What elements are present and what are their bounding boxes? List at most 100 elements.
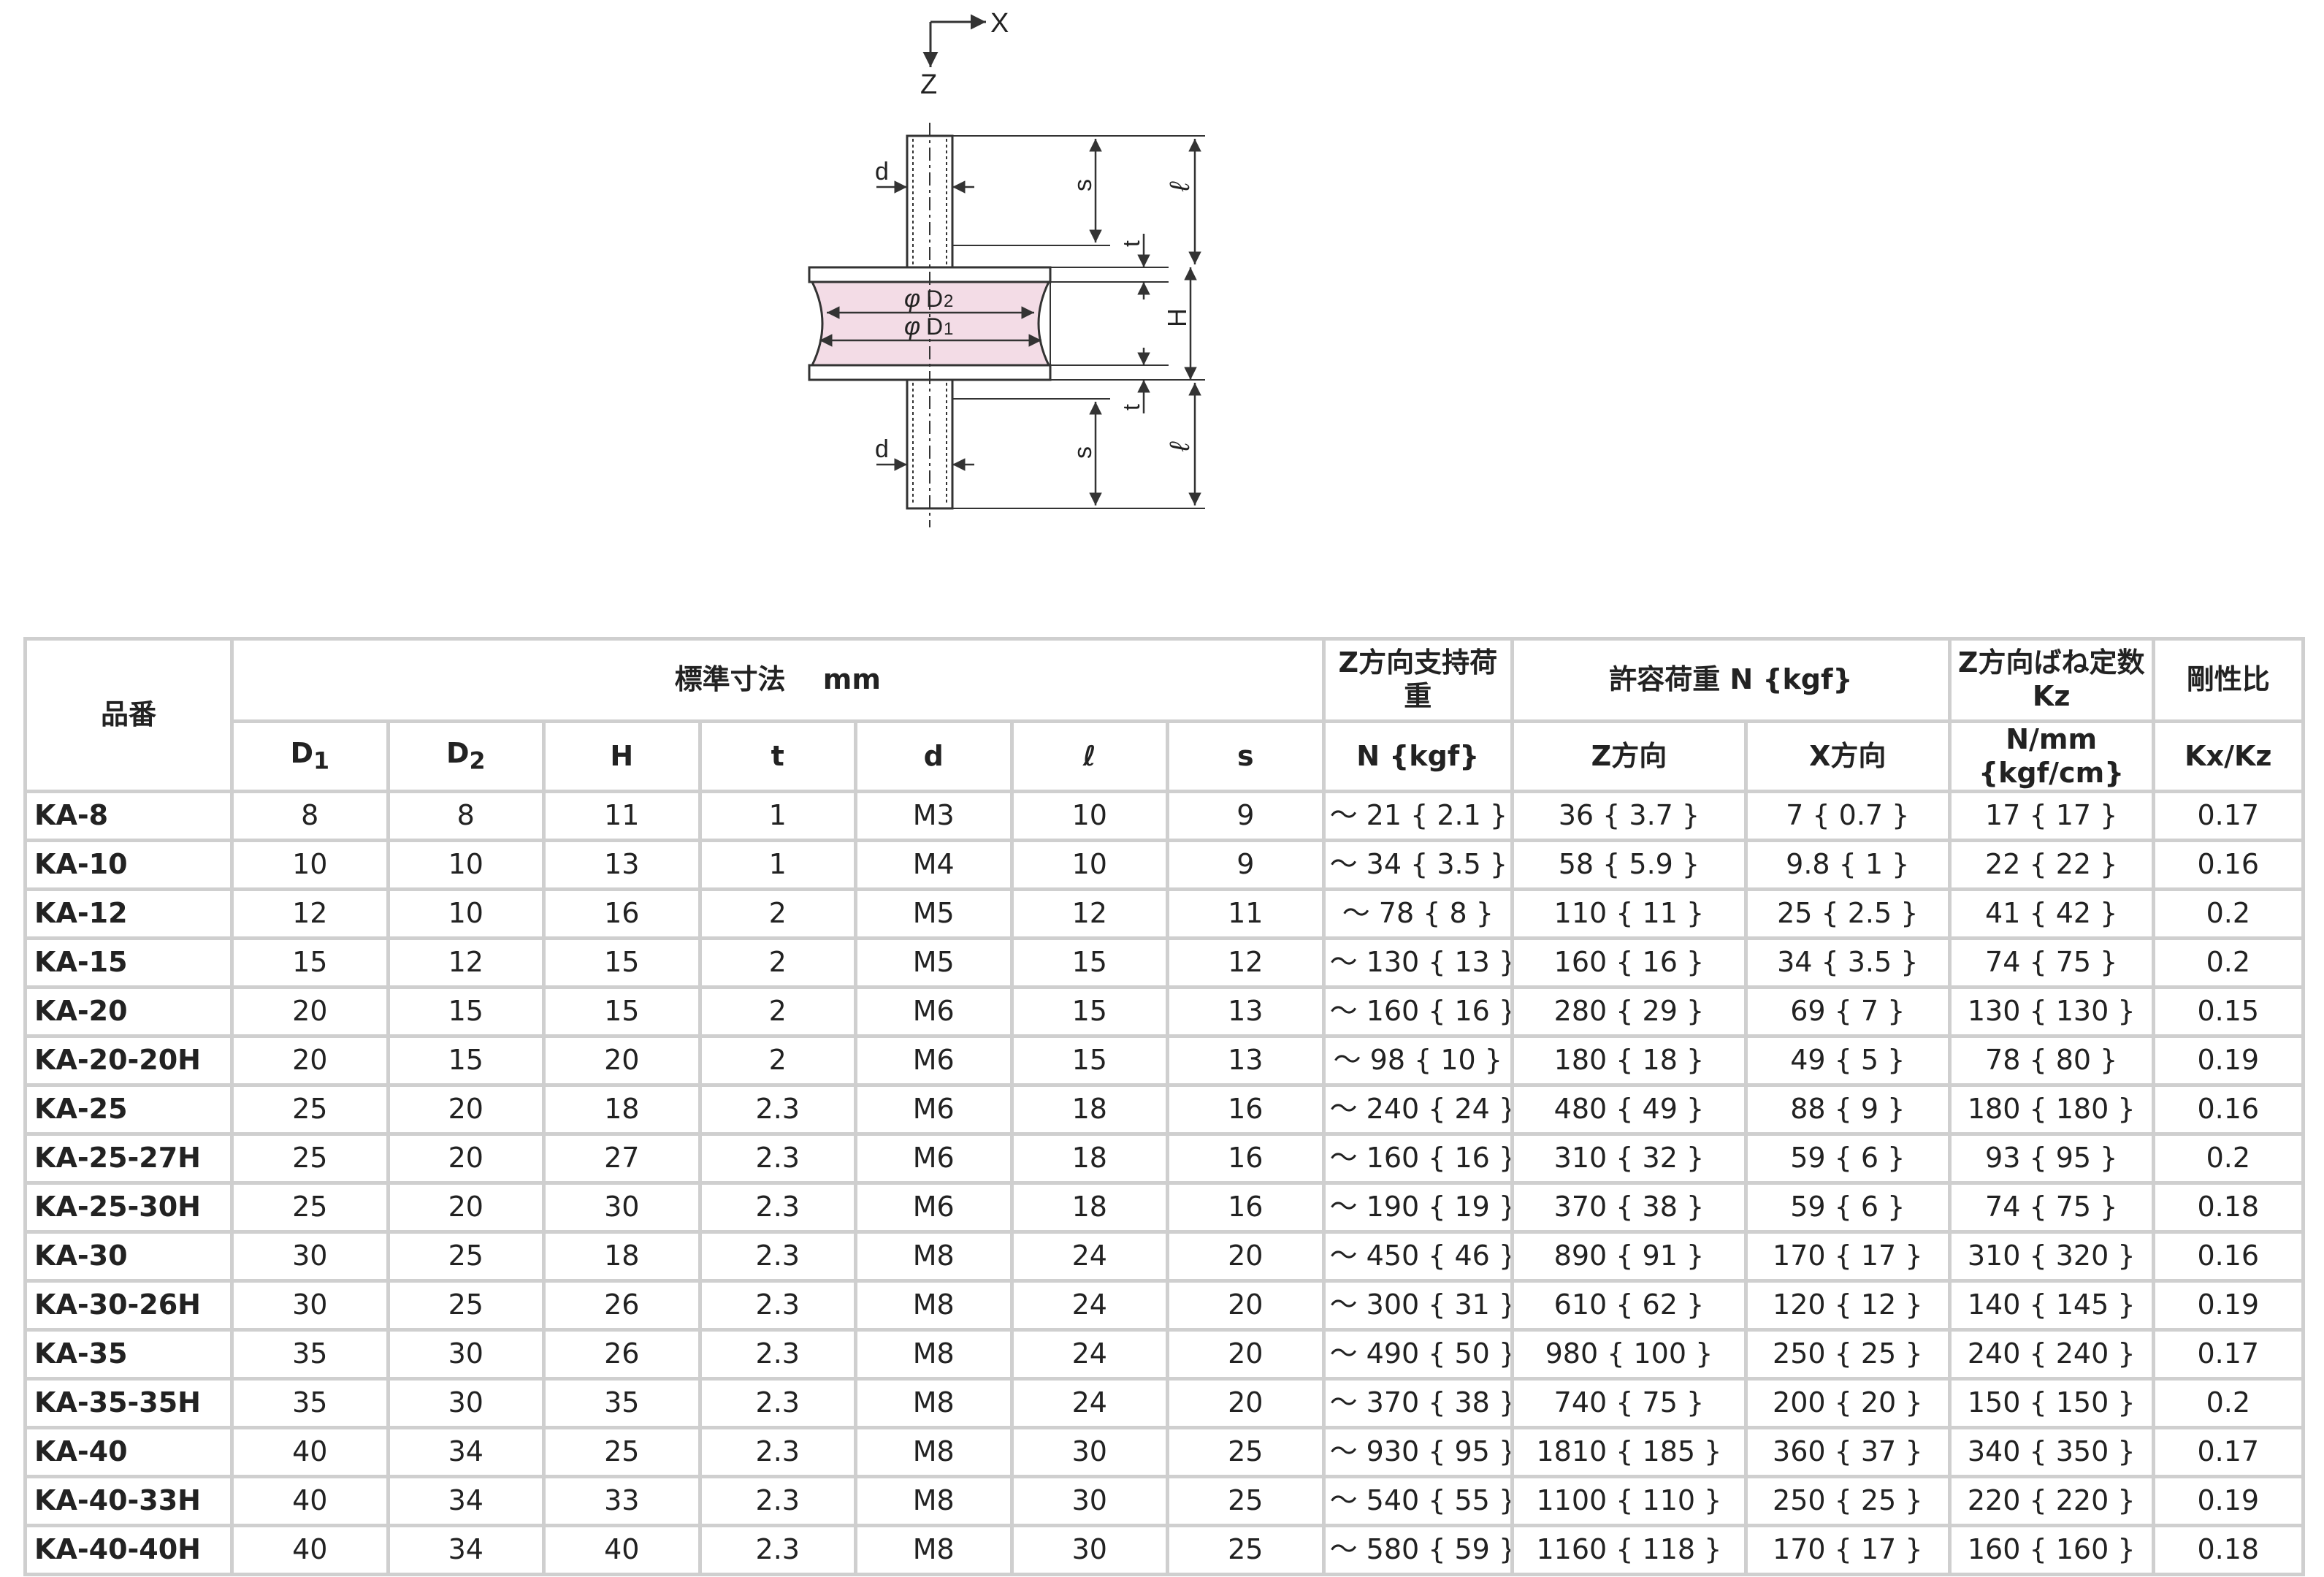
cell-s: 25 bbox=[1169, 1429, 1322, 1475]
cell-allow-z: 890 { 91 } bbox=[1514, 1234, 1744, 1280]
cell-d2: 30 bbox=[389, 1332, 542, 1378]
cell-d: M5 bbox=[857, 891, 1010, 937]
header-stiffness-ratio: 剛性比 bbox=[2155, 641, 2301, 719]
cell-stiffness-ratio: 0.19 bbox=[2155, 1038, 2301, 1084]
cell-d: M6 bbox=[857, 1185, 1010, 1231]
cell-d2: 15 bbox=[389, 1038, 542, 1084]
cell-allow-z: 180 { 18 } bbox=[1514, 1038, 1744, 1084]
cell-d1: 40 bbox=[234, 1478, 386, 1524]
header-d1-main: D bbox=[290, 737, 313, 770]
cell-h: 26 bbox=[546, 1283, 698, 1329]
cell-s: 25 bbox=[1169, 1527, 1322, 1573]
cell-allow-x: 250 { 25 } bbox=[1747, 1478, 1948, 1524]
cell-z-spring-const: 41 { 42 } bbox=[1951, 891, 2152, 937]
s-label-bottom: s bbox=[1069, 446, 1097, 459]
cell-z-spring-const: 17 { 17 } bbox=[1951, 793, 2152, 839]
cell-stiffness-ratio: 0.15 bbox=[2155, 989, 2301, 1035]
cell-stiffness-ratio: 0.2 bbox=[2155, 891, 2301, 937]
h-label: H bbox=[1162, 308, 1192, 327]
header-allow-z: Z方向 bbox=[1514, 723, 1744, 790]
cell-z-support-load: ～ 160 { 16 } bbox=[1325, 1136, 1511, 1182]
cell-allow-x: 59 { 6 } bbox=[1747, 1185, 1948, 1231]
cell-h: 20 bbox=[546, 1038, 698, 1084]
cell-part-no: KA-40-33H bbox=[27, 1478, 230, 1524]
cell-t: 2.3 bbox=[701, 1087, 854, 1133]
cell-part-no: KA-30-26H bbox=[27, 1283, 230, 1329]
cell-part-no: KA-20 bbox=[27, 989, 230, 1035]
cell-stiffness-ratio: 0.18 bbox=[2155, 1185, 2301, 1231]
cell-d2: 30 bbox=[389, 1381, 542, 1427]
cell-z-support-load: ～ 190 { 19 } bbox=[1325, 1185, 1511, 1231]
cell-s: 13 bbox=[1169, 1038, 1322, 1084]
cell-d1: 20 bbox=[234, 989, 386, 1035]
cell-part-no: KA-40-40H bbox=[27, 1527, 230, 1573]
cell-t: 2.3 bbox=[701, 1429, 854, 1475]
cell-l: 12 bbox=[1013, 891, 1166, 937]
cell-l: 24 bbox=[1013, 1332, 1166, 1378]
cell-d1: 30 bbox=[234, 1283, 386, 1329]
cell-d: M8 bbox=[857, 1527, 1010, 1573]
cell-h: 16 bbox=[546, 891, 698, 937]
s-label-top: s bbox=[1069, 179, 1097, 191]
cell-z-spring-const: 22 { 22 } bbox=[1951, 842, 2152, 888]
cell-d2: 20 bbox=[389, 1136, 542, 1182]
cell-s: 20 bbox=[1169, 1283, 1322, 1329]
cell-z-spring-const: 220 { 220 } bbox=[1951, 1478, 2152, 1524]
cell-d: M8 bbox=[857, 1332, 1010, 1378]
cell-stiffness-ratio: 0.16 bbox=[2155, 1087, 2301, 1133]
cell-part-no: KA-35 bbox=[27, 1332, 230, 1378]
cell-s: 20 bbox=[1169, 1234, 1322, 1280]
cell-stiffness-ratio: 0.2 bbox=[2155, 1381, 2301, 1427]
cell-d: M8 bbox=[857, 1429, 1010, 1475]
cell-s: 20 bbox=[1169, 1332, 1322, 1378]
cell-z-spring-const: 78 { 80 } bbox=[1951, 1038, 2152, 1084]
cell-h: 18 bbox=[546, 1234, 698, 1280]
cell-stiffness-ratio: 0.16 bbox=[2155, 1234, 2301, 1280]
cell-d2: 20 bbox=[389, 1185, 542, 1231]
cell-stiffness-ratio: 0.17 bbox=[2155, 793, 2301, 839]
cell-part-no: KA-30 bbox=[27, 1234, 230, 1280]
cell-d1: 10 bbox=[234, 842, 386, 888]
cell-d: M6 bbox=[857, 1136, 1010, 1182]
t-label-bottom: t bbox=[1118, 404, 1144, 411]
cell-h: 40 bbox=[546, 1527, 698, 1573]
cell-stiffness-ratio: 0.18 bbox=[2155, 1527, 2301, 1573]
cell-t: 2.3 bbox=[701, 1136, 854, 1182]
cell-z-support-load: ～ 98 { 10 } bbox=[1325, 1038, 1511, 1084]
extension-lines bbox=[952, 135, 1205, 509]
header-z-support-load: Z方向支持荷重 bbox=[1325, 641, 1511, 719]
cell-stiffness-ratio: 0.19 bbox=[2155, 1283, 2301, 1329]
cell-d1: 40 bbox=[234, 1429, 386, 1475]
cell-d1: 25 bbox=[234, 1185, 386, 1231]
cell-part-no: KA-40 bbox=[27, 1429, 230, 1475]
cell-z-support-load: ～ 450 { 46 } bbox=[1325, 1234, 1511, 1280]
cell-t: 2.3 bbox=[701, 1478, 854, 1524]
vertical-dimensions bbox=[1089, 139, 1201, 505]
cell-part-no: KA-8 bbox=[27, 793, 230, 839]
cell-h: 25 bbox=[546, 1429, 698, 1475]
cell-d1: 30 bbox=[234, 1234, 386, 1280]
d1-sub-label: 1 bbox=[944, 319, 953, 339]
diameter-dimensions bbox=[819, 306, 1041, 347]
header-d2-main: D bbox=[446, 737, 470, 770]
cell-z-support-load: ～ 21 { 2.1 } bbox=[1325, 793, 1511, 839]
cell-allow-z: 280 { 29 } bbox=[1514, 989, 1744, 1035]
header-spring-unit: N/mm {kgf/cm} bbox=[1951, 723, 2152, 790]
cell-allow-x: 88 { 9 } bbox=[1747, 1087, 1948, 1133]
thread-dimension-lines bbox=[876, 180, 974, 471]
cell-l: 30 bbox=[1013, 1527, 1166, 1573]
cell-t: 2.3 bbox=[701, 1381, 854, 1427]
cell-t: 2 bbox=[701, 1038, 854, 1084]
cell-z-support-load: ～ 34 { 3.5 } bbox=[1325, 842, 1511, 888]
cell-d1: 35 bbox=[234, 1332, 386, 1378]
axis-x-label: X bbox=[990, 8, 1009, 39]
cell-z-support-load: ～ 580 { 59 } bbox=[1325, 1527, 1511, 1573]
cell-t: 2.3 bbox=[701, 1332, 854, 1378]
cell-allow-x: 69 { 7 } bbox=[1747, 989, 1948, 1035]
axis-z-label: Z bbox=[920, 69, 937, 100]
